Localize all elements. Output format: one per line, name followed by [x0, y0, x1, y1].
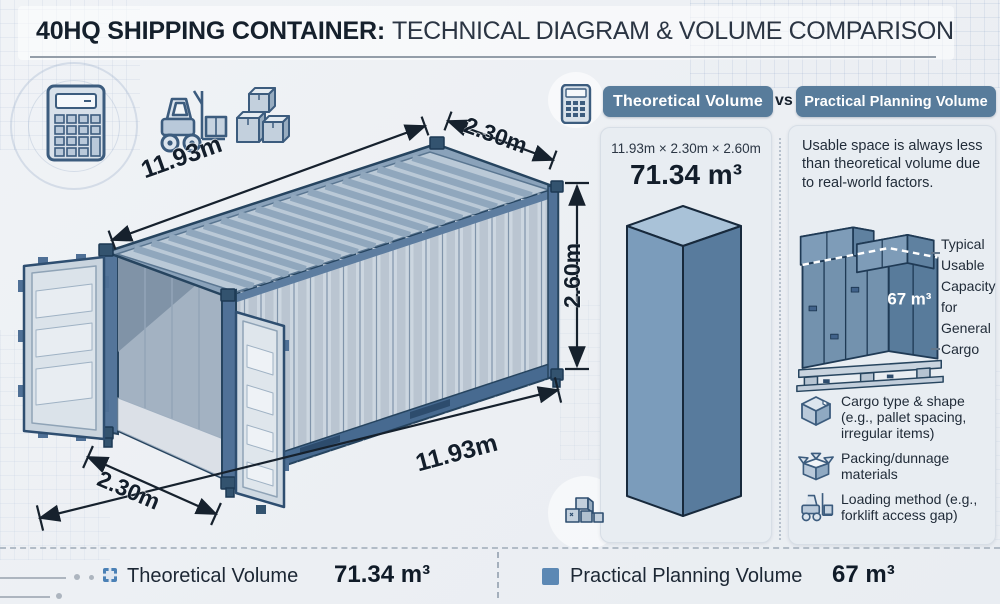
container-door-right — [234, 310, 289, 514]
legend-theoretical-value: 71.34 m³ — [334, 561, 431, 588]
calculator-small-icon — [560, 84, 592, 124]
theoretical-volume-value: 71.34 m³ — [629, 159, 743, 190]
practical-volume-panel: Usable space is always less than theoret… — [788, 125, 996, 545]
dim-label-height: 2.60m — [559, 242, 586, 309]
dimension-lines — [35, 111, 589, 531]
legend-decor-dot — [74, 574, 80, 580]
practical-volume-swatch — [542, 568, 559, 585]
legend-decor-line — [0, 596, 50, 598]
title-underline — [30, 56, 936, 58]
theoretical-volume-panel: 11.93m × 2.30m × 2.60m 71.34 m³ — [600, 127, 772, 543]
vs-label: vs — [775, 92, 793, 109]
legend-top-divider — [0, 547, 1000, 549]
legend-divider — [497, 552, 499, 598]
forklift-small-icon — [801, 492, 834, 522]
calculator-icon — [46, 84, 106, 162]
legend-decor-line — [0, 577, 66, 579]
legend-practical-label: Practical Planning Volume — [570, 565, 803, 587]
container-door-left — [18, 254, 109, 441]
pallet-stack-illustration: 67 m³ — [796, 226, 944, 393]
legend-decor-dot — [89, 575, 94, 580]
factor-packing: Packing/dunnage materials — [798, 449, 994, 483]
legend-practical-value: 67 m³ — [832, 561, 895, 588]
title-backdrop — [18, 6, 954, 60]
stack-volume-label: 67 m³ — [887, 289, 931, 308]
factor-loading: Loading method (e.g., forklift access ga… — [798, 490, 994, 524]
open-box-icon — [798, 452, 834, 481]
small-boxes-icon — [565, 497, 604, 523]
usable-capacity-caption: Typical Usable Capacity for General Carg… — [941, 236, 996, 357]
page-title: 40HQ SHIPPING CONTAINER:TECHNICAL DIAGRA… — [36, 17, 966, 46]
page-title-strong: 40HQ SHIPPING CONTAINER: — [36, 17, 385, 45]
panel-divider — [779, 138, 781, 540]
caption-tick — [931, 252, 940, 254]
factor-cargo-type: Cargo type & shape (e.g., pallet spacing… — [798, 392, 994, 442]
practical-note: Usable space is always less than theoret… — [802, 138, 983, 191]
box-icon — [801, 396, 831, 426]
practical-volume-header: Practical Planning Volume — [796, 86, 996, 117]
factor-text: Packing/dunnage materials — [841, 449, 950, 482]
factor-list: Cargo type & shape (e.g., pallet spacing… — [798, 392, 994, 524]
factor-text: Cargo type & shape (e.g., pallet spacing… — [841, 393, 967, 441]
page-title-rest: TECHNICAL DIAGRAM & VOLUME COMPARISON — [391, 17, 954, 45]
container-diagram — [18, 111, 589, 531]
factor-text: Loading method (e.g., forklift access ga… — [841, 490, 978, 523]
theoretical-dimensions: 11.93m × 2.30m × 2.60m — [611, 141, 761, 156]
theoretical-volume-swatch — [103, 568, 117, 582]
theoretical-volume-header: Theoretical Volume — [603, 86, 773, 117]
legend-theoretical-label: Theoretical Volume — [127, 565, 299, 587]
cargo-block — [801, 247, 939, 369]
pallet — [796, 359, 944, 393]
legend-decor-dot — [56, 593, 62, 599]
caption-tick — [931, 348, 940, 350]
volume-column — [626, 205, 742, 517]
